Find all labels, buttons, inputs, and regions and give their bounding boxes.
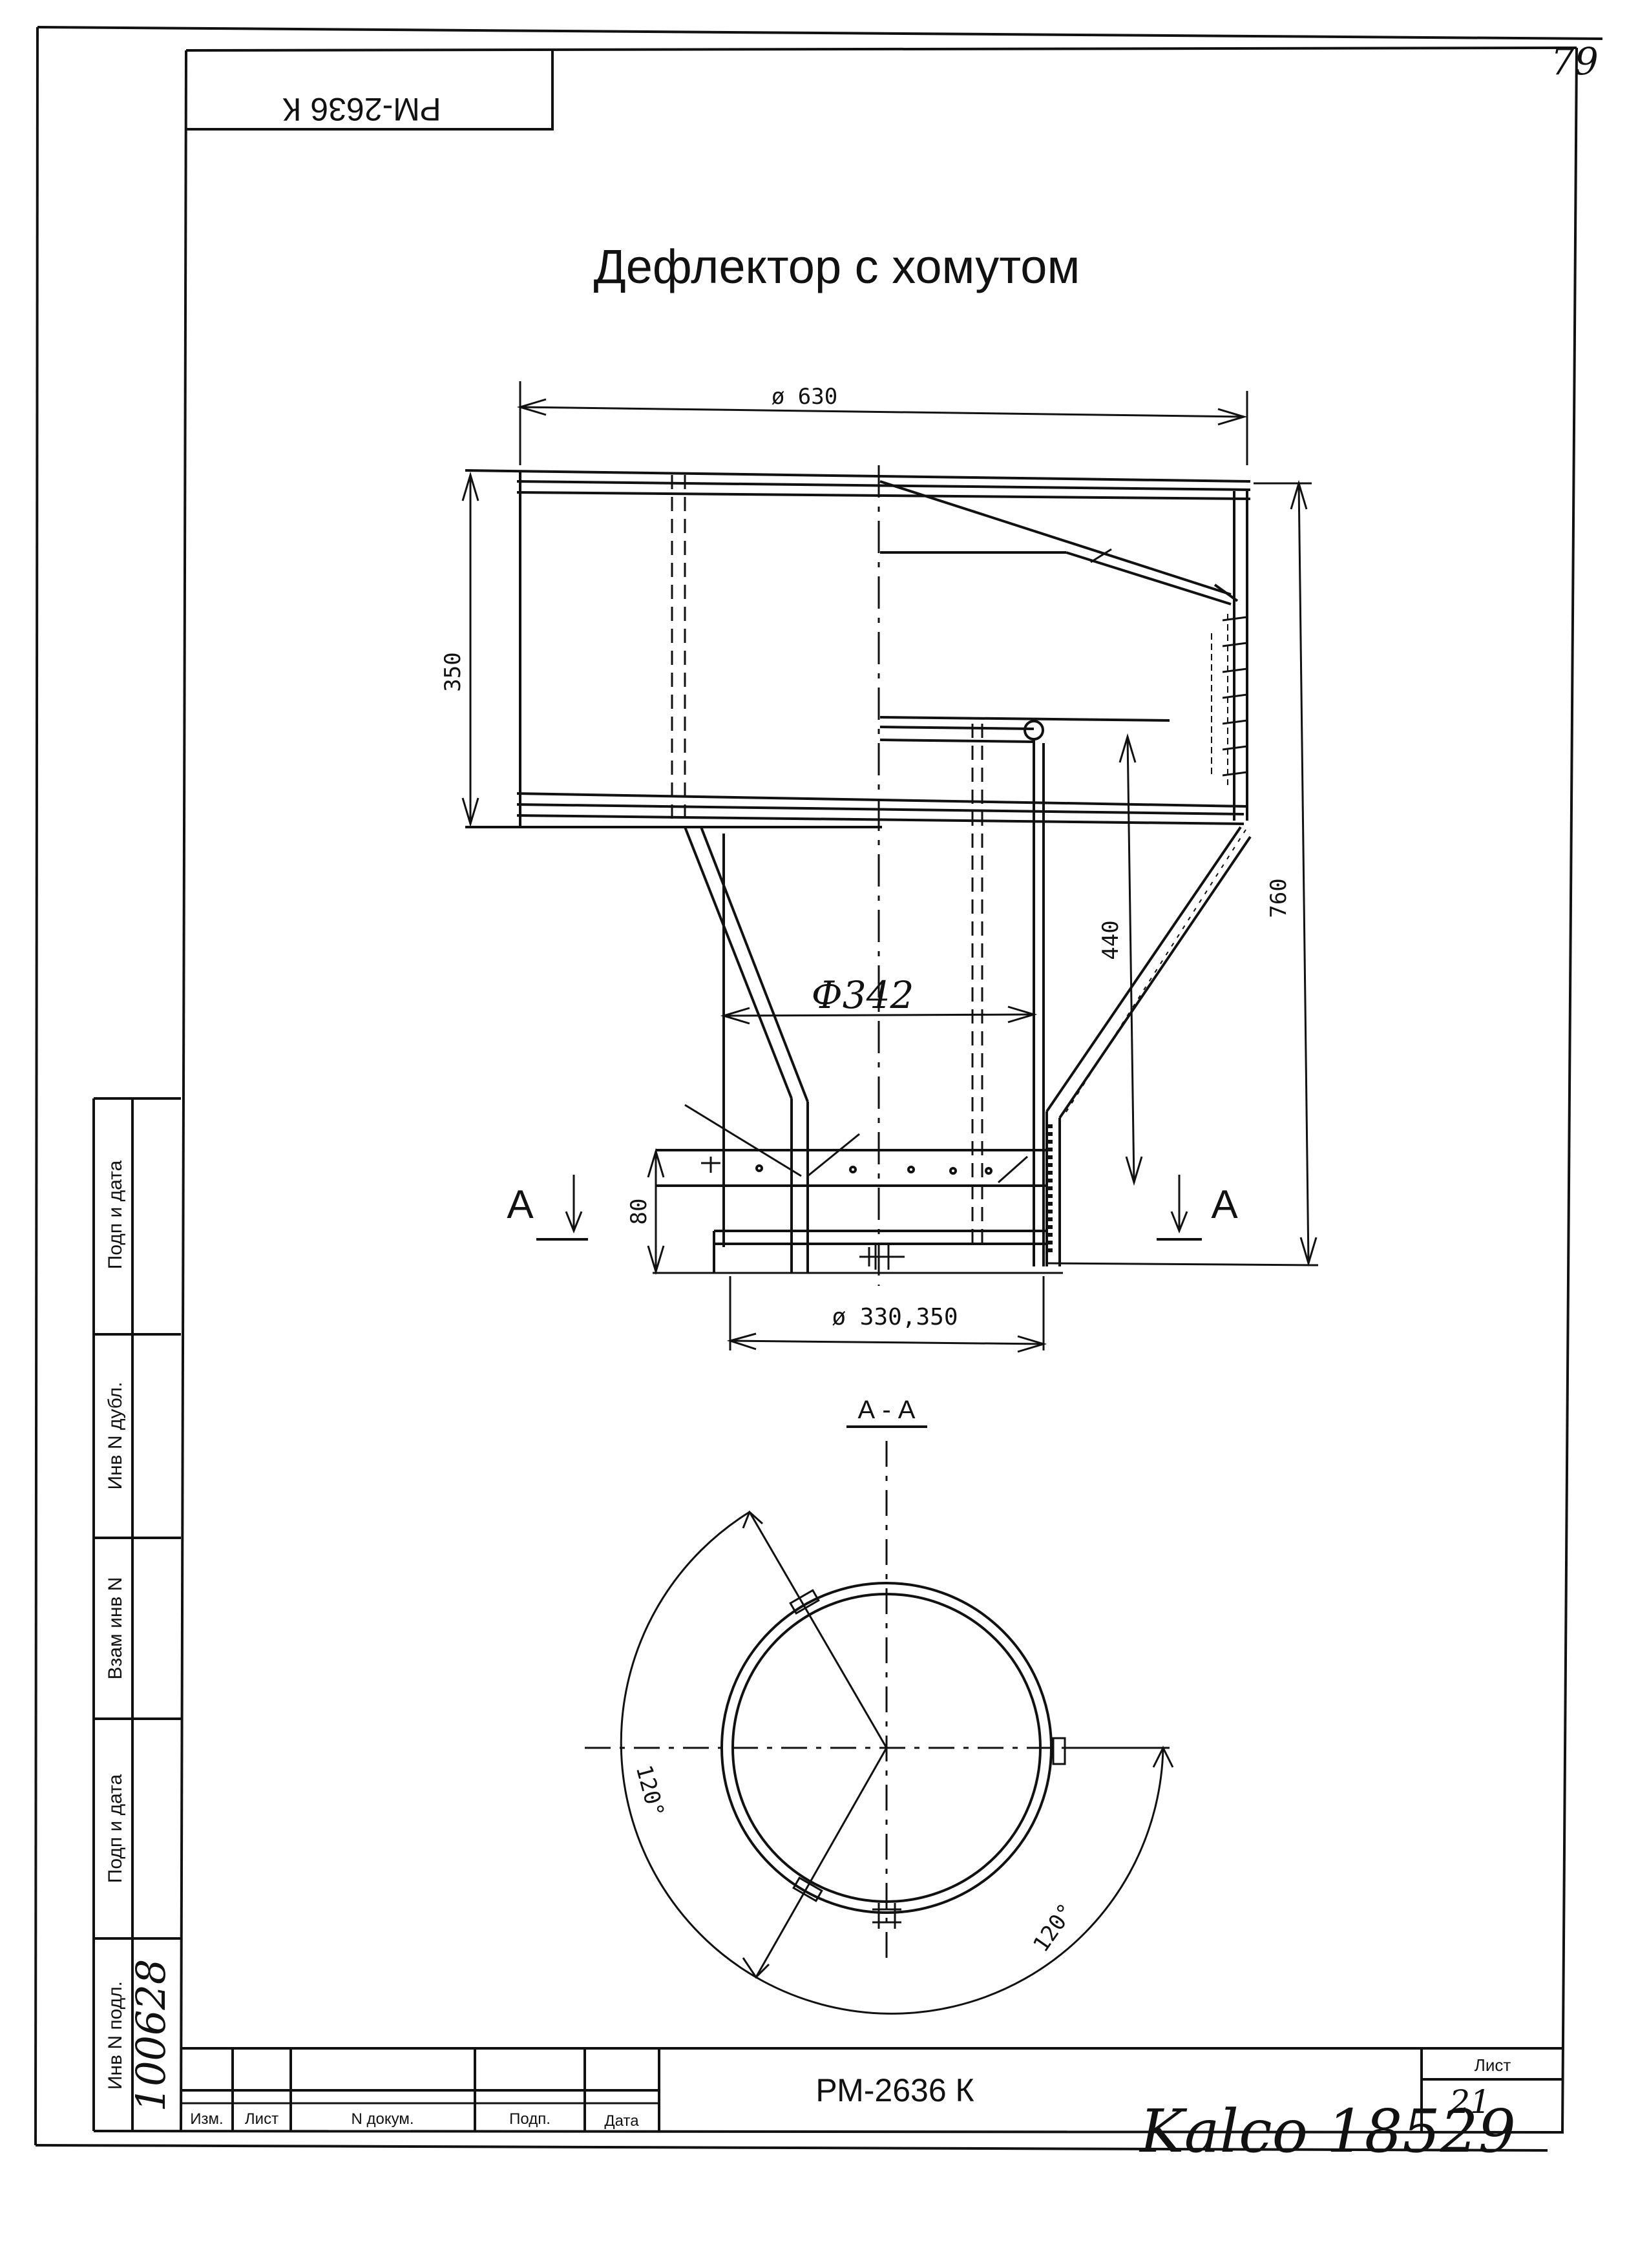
- col-podp: Подп.: [509, 2110, 551, 2128]
- side-label-4: Подп и дата: [105, 1774, 126, 1883]
- sheet-frame: [34, 26, 1603, 2152]
- angle-left: 120°: [631, 1762, 669, 1820]
- dim-top-diameter: ø 630: [772, 384, 837, 410]
- side-label-2: Инв N дубл.: [105, 1382, 126, 1490]
- side-label-1: Подп и дата: [105, 1160, 126, 1269]
- side-stamp: [92, 1097, 181, 2131]
- drawing-title: Дефлектор с хомутом: [594, 240, 1080, 293]
- side-label-5: Инв N подл.: [105, 1981, 126, 2090]
- angle-bottom: 120°: [1028, 1899, 1080, 1957]
- page-number: 79: [1551, 39, 1599, 83]
- section-arrow-right: А: [1211, 1182, 1238, 1227]
- col-izm: Изм.: [190, 2110, 223, 2128]
- document-code: РМ-2636 К: [815, 2072, 974, 2108]
- col-ndokum: N докум.: [351, 2110, 414, 2128]
- dim-pipe-342: Ф342: [812, 973, 914, 1017]
- dim-total-760: 760: [1266, 878, 1292, 918]
- dim-inner-440: 440: [1098, 920, 1124, 960]
- top-stamp-code: РМ-2636 К: [282, 91, 441, 127]
- col-data: Дата: [604, 2112, 639, 2130]
- side-view: [461, 381, 1319, 1353]
- inventory-number: 100628: [127, 1959, 174, 2112]
- side-label-3: Взам инв N: [105, 1577, 126, 1680]
- sheet-label: Лист: [1475, 2055, 1511, 2075]
- dim-bottom-80: 80: [626, 1199, 652, 1225]
- sheet-number: 21: [1449, 2083, 1491, 2121]
- bottom-signature: Kalco 18529: [1139, 2097, 1516, 2166]
- col-list: Лист: [245, 2110, 278, 2128]
- dim-height-350: 350: [440, 652, 466, 691]
- section-arrow-left: А: [507, 1182, 534, 1227]
- section-label: А - А: [858, 1396, 916, 1424]
- section-view: [585, 1441, 1174, 2015]
- title-block: [181, 2047, 1564, 2131]
- top-stamp: РМ-2636 К: [186, 50, 554, 131]
- dim-bottom-diameter: ø 330,350: [832, 1304, 958, 1330]
